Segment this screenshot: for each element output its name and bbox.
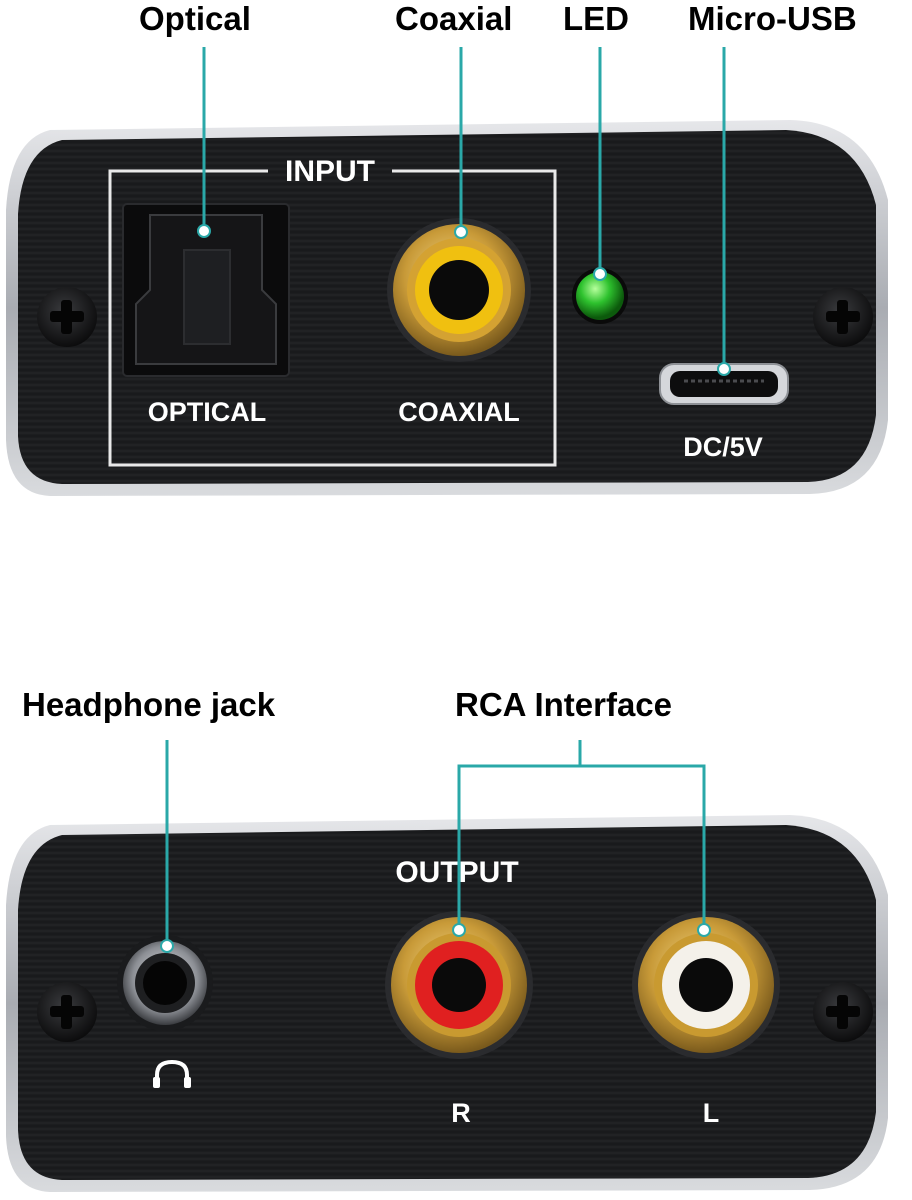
screw-icon: [813, 982, 873, 1042]
left-channel-label: L: [703, 1098, 720, 1128]
optical-port: [122, 203, 290, 377]
callout-coaxial: Coaxial: [395, 0, 513, 37]
screw-icon: [813, 287, 873, 347]
headphone-jack: [117, 935, 213, 1031]
rca-right-port: [385, 911, 533, 1059]
back-leader-dots: [160, 923, 711, 953]
screw-icon: [37, 287, 97, 347]
power-label: DC/5V: [683, 432, 763, 462]
back-panel: OUTPUT R L: [6, 815, 888, 1192]
micro-usb-port: [659, 363, 789, 405]
callout-micro-usb: Micro-USB: [688, 0, 857, 37]
front-leader-lines: [202, 47, 726, 369]
coaxial-label: COAXIAL: [398, 397, 520, 427]
output-label: OUTPUT: [395, 856, 518, 889]
rca-left-port: [632, 911, 780, 1059]
callout-rca-interface: RCA Interface: [455, 686, 672, 723]
callout-optical: Optical: [139, 0, 251, 37]
optical-label: OPTICAL: [148, 397, 267, 427]
back-leader-lines: [165, 740, 706, 945]
front-leader-dots: [197, 224, 731, 376]
screw-icon: [37, 982, 97, 1042]
coaxial-port: [387, 218, 531, 362]
front-panel: INPUT OPTICAL COAXIAL: [6, 120, 888, 496]
right-channel-label: R: [451, 1098, 471, 1128]
led-indicator: [572, 268, 628, 324]
callout-led: LED: [563, 0, 629, 37]
callout-headphone-jack: Headphone jack: [22, 686, 276, 723]
headphone-icon: [153, 1059, 191, 1088]
input-label: INPUT: [285, 155, 375, 188]
